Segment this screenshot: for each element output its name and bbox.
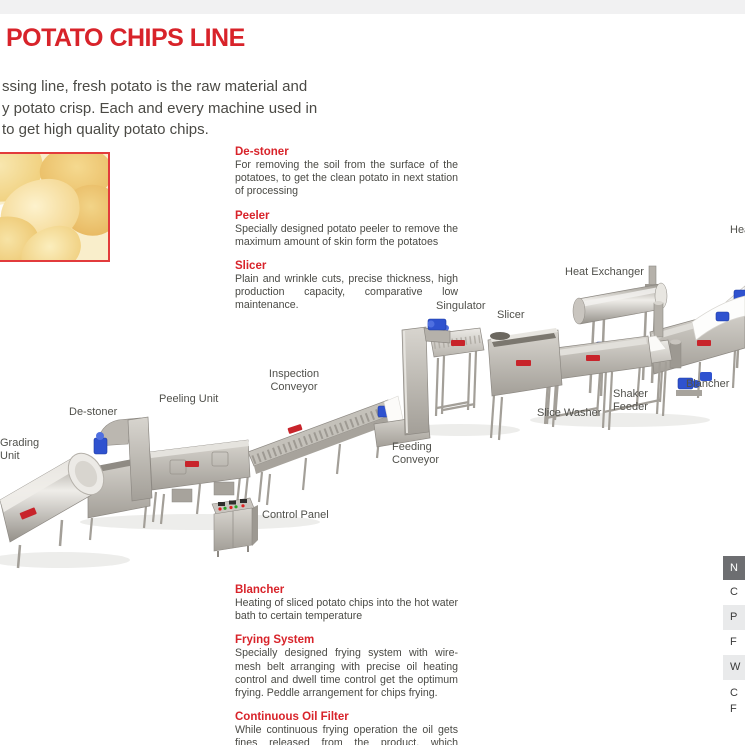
brand-logo <box>586 355 600 361</box>
label-blancher: Blancher <box>686 378 730 390</box>
label-slicer: Slicer <box>497 309 525 321</box>
label-line: Feeding <box>392 441 432 453</box>
motor-icon <box>93 437 108 455</box>
spec-table-header: N <box>723 556 745 580</box>
page-top-strip <box>0 0 745 14</box>
label-inspection-conveyor: Inspection Conveyor <box>262 368 326 394</box>
description-heading: De-stoner <box>235 146 289 158</box>
description-body: For removing the soil from the surface o… <box>235 159 458 198</box>
motor-icon <box>715 311 730 322</box>
spec-table-row: W <box>723 655 745 680</box>
description-continuous-oil-filter: Continuous Oil Filter While continuous f… <box>235 711 458 745</box>
description-heading: Continuous Oil Filter <box>235 711 349 724</box>
label-slice-washer: Slice Washer <box>537 407 602 419</box>
description-body: Heating of sliced potato chips into the … <box>235 597 458 623</box>
brand-logo <box>287 424 303 434</box>
spec-table-row: P <box>723 605 745 630</box>
description-slicer: Slicer Plain and wrinkle cuts, precise t… <box>235 260 458 313</box>
spec-table-row: C <box>723 580 745 605</box>
machine-descriptions-top: De-stoner For removing the soil from the… <box>235 146 458 324</box>
label-line: Conveyor <box>392 454 440 466</box>
intro-line: ssing line, fresh potato is the raw mate… <box>2 78 308 95</box>
description-blancher: Blancher Heating of sliced potato chips … <box>235 584 458 623</box>
de-stoner-machine <box>87 416 153 541</box>
pump-motor-icon <box>700 372 712 381</box>
brand-logo <box>697 340 711 346</box>
description-frying-system: Frying System Specially designed frying … <box>235 634 458 700</box>
label-heat-exchanger: Heat Exchanger <box>565 266 644 278</box>
spec-table-row: C F <box>723 680 745 720</box>
brand-logo <box>19 507 37 520</box>
label-heat-partial: Hea <box>730 224 745 236</box>
intro-line: to get high quality potato chips. <box>2 121 209 138</box>
grading-unit-machine <box>0 452 105 569</box>
brand-logo <box>451 340 465 346</box>
description-heading: Slicer <box>235 260 267 273</box>
slicer-machine <box>487 328 563 441</box>
description-destoner: De-stoner For removing the soil from the… <box>235 146 458 199</box>
feeding-conveyor-machine <box>373 318 451 448</box>
label-grading-unit: Grading Unit <box>0 437 39 463</box>
description-body: While continuous frying operation the oi… <box>235 724 458 745</box>
spec-table: N C P F W C F <box>723 556 745 720</box>
floor-shadows <box>0 413 710 568</box>
description-peeler: Peeler Specially designed potato peeler … <box>235 210 458 249</box>
page-title: POTATO CHIPS LINE <box>6 24 245 52</box>
description-body: Specially designed frying system with wi… <box>235 647 458 700</box>
description-body: Specially designed potato peeler to remo… <box>235 222 458 248</box>
label-control-panel: Control Panel <box>262 509 329 521</box>
spec-table-row: F <box>723 630 745 655</box>
description-heading: Blancher <box>235 584 285 596</box>
potato-chips-photo <box>0 152 110 262</box>
spec-table-cell-line: C <box>730 687 738 699</box>
intro-paragraph: ssing line, fresh potato is the raw mate… <box>2 76 317 141</box>
intro-line: y potato crisp. Each and every machine u… <box>2 99 318 117</box>
brand-logo <box>516 360 531 366</box>
description-body: Plain and wrinkle cuts, precise thicknes… <box>235 273 458 312</box>
indicator-lights <box>218 499 247 511</box>
label-line: Shaker <box>613 388 648 400</box>
label-feeding-conveyor: Feeding Conveyor <box>392 441 439 467</box>
label-line: Conveyor <box>270 381 318 393</box>
label-line: Unit <box>0 450 20 462</box>
label-line: Grading <box>0 437 40 449</box>
inspection-conveyor-machine <box>247 395 405 506</box>
description-heading: Peeler <box>235 209 270 222</box>
label-peeling-unit: Peeling Unit <box>159 393 219 405</box>
label-de-stoner: De-stoner <box>69 406 118 418</box>
peeling-unit-machine <box>149 439 251 525</box>
slicer-hopper-opening <box>490 332 510 340</box>
label-singulator: Singulator <box>436 300 486 312</box>
label-line: Feeder <box>613 401 648 413</box>
machine-descriptions-bottom: Blancher Heating of sliced potato chips … <box>235 584 458 745</box>
label-shaker-feeder: Shaker Feeder <box>613 388 648 414</box>
label-line: Inspection <box>268 368 320 380</box>
brand-logo <box>185 461 199 467</box>
spec-table-cell-line: F <box>730 703 737 715</box>
blancher-machine <box>649 295 745 403</box>
description-heading: Frying System <box>235 634 315 647</box>
control-panel-machine <box>211 497 258 557</box>
